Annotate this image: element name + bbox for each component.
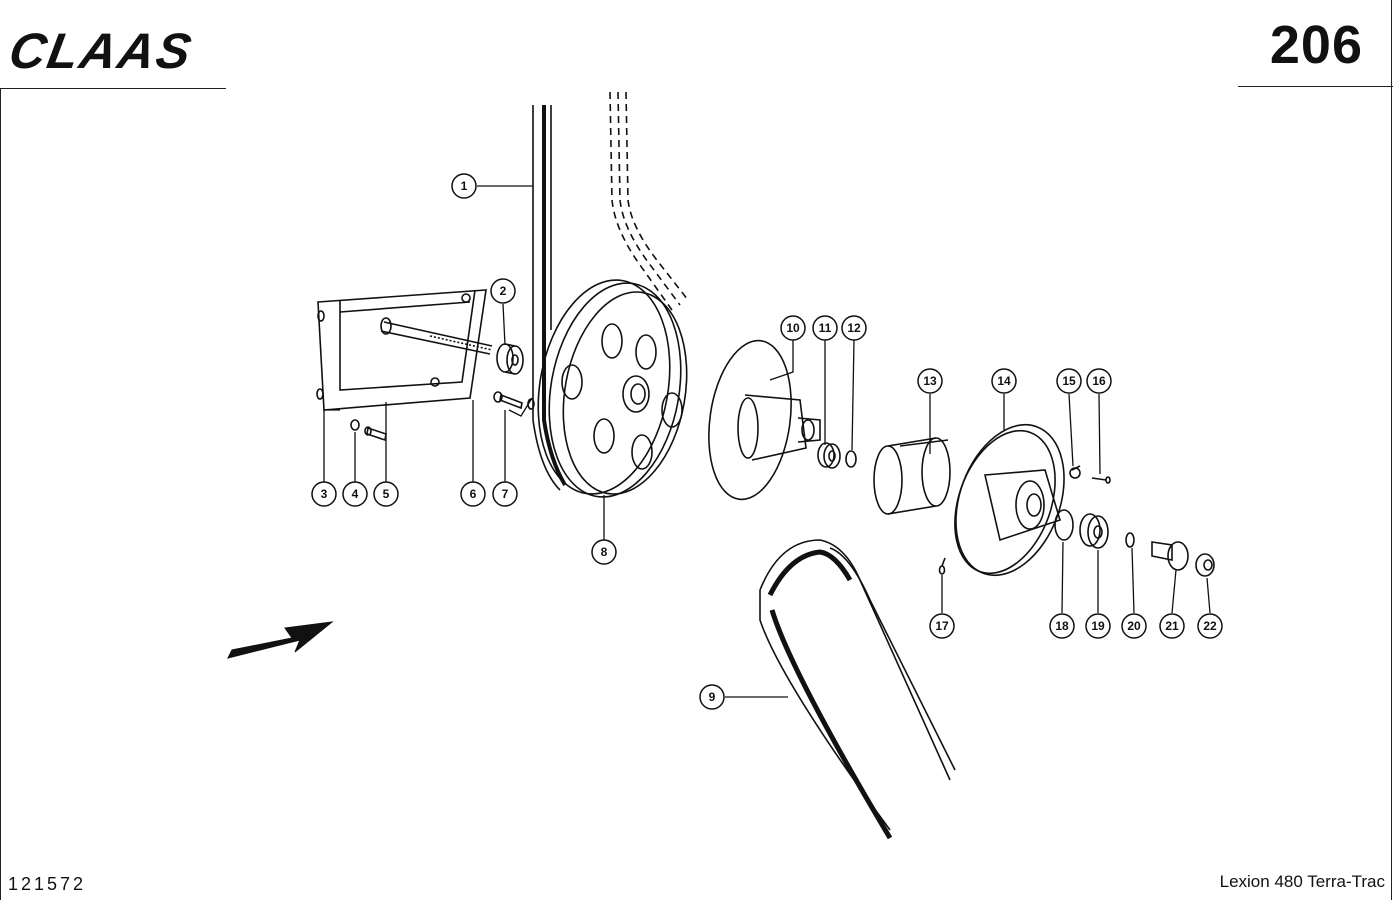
frame-right-border (1391, 0, 1392, 900)
pulley-disc-hub (954, 423, 1065, 577)
callout-13: 13 (917, 368, 943, 394)
nut (1195, 553, 1215, 577)
svg-text:4: 4 (352, 487, 359, 501)
svg-text:7: 7 (502, 487, 509, 501)
svg-text:18: 18 (1055, 619, 1069, 633)
svg-text:20: 20 (1127, 619, 1141, 633)
callout-3: 3 (311, 481, 337, 507)
callout-1: 1 (451, 173, 477, 199)
callout-16: 16 (1086, 368, 1112, 394)
svg-text:12: 12 (847, 321, 861, 335)
model-name: Lexion 480 Terra-Trac (1219, 872, 1385, 891)
svg-text:15: 15 (1062, 374, 1076, 388)
svg-text:9: 9 (709, 690, 716, 704)
svg-text:11: 11 (819, 321, 832, 335)
leader-lines (323, 185, 1211, 698)
svg-text:19: 19 (1091, 619, 1105, 633)
bearing-small (817, 442, 841, 469)
pulley-main (537, 279, 688, 498)
belt-upper (532, 91, 689, 491)
callout-8: 8 (591, 539, 617, 565)
svg-text:8: 8 (601, 545, 608, 559)
callout-2: 2 (490, 278, 516, 304)
bearing-large (1079, 513, 1109, 549)
direction-arrow-icon (227, 621, 334, 659)
sleeve (873, 437, 951, 515)
callout-7: 7 (492, 481, 518, 507)
callout-22: 22 (1197, 613, 1223, 639)
svg-text:13: 13 (923, 374, 937, 388)
bolt-small (364, 426, 387, 442)
callout-21: 21 (1159, 613, 1185, 639)
callout-6: 6 (460, 481, 486, 507)
header-rule-right (1238, 86, 1393, 87)
snap-ring-small (845, 450, 857, 468)
callout-15: 15 (1056, 368, 1082, 394)
pulley-half-disc (708, 339, 821, 501)
svg-text:1: 1 (461, 179, 468, 193)
svg-text:14: 14 (997, 374, 1011, 388)
svg-text:6: 6 (470, 487, 477, 501)
v-belt-lower (759, 539, 956, 840)
callout-4: 4 (342, 481, 368, 507)
callout-11: 11 (812, 315, 838, 341)
svg-text:21: 21 (1165, 619, 1179, 633)
grease-nipple (1069, 465, 1081, 479)
pin-tiny (938, 557, 946, 575)
callout-5: 5 (373, 481, 399, 507)
callout-18: 18 (1049, 613, 1075, 639)
bolt-medium (493, 391, 523, 410)
svg-text:22: 22 (1203, 619, 1217, 633)
callout-9: 9 (699, 684, 725, 710)
callout-14: 14 (991, 368, 1017, 394)
svg-text:2: 2 (500, 284, 507, 298)
svg-text:3: 3 (321, 487, 328, 501)
callout-19: 19 (1085, 613, 1111, 639)
drawing-id: 121572 (8, 874, 87, 894)
snap-ring-large (1054, 509, 1074, 541)
pin-small (1091, 476, 1111, 484)
callout-17: 17 (929, 613, 955, 639)
callout-12: 12 (841, 315, 867, 341)
svg-text:16: 16 (1092, 374, 1106, 388)
svg-text:10: 10 (786, 321, 800, 335)
callout-10: 10 (780, 315, 806, 341)
frame-left-border (0, 88, 1, 900)
svg-text:5: 5 (383, 487, 390, 501)
page-number: 206 (1269, 15, 1363, 75)
svg-text:17: 17 (935, 619, 949, 633)
stub-shaft (1151, 541, 1189, 571)
header-rule-left (0, 88, 226, 89)
bushing (496, 343, 524, 375)
bracket-plate (316, 289, 493, 411)
callout-20: 20 (1121, 613, 1147, 639)
washer-small (350, 419, 360, 431)
snap-ring-tiny (1125, 532, 1135, 548)
